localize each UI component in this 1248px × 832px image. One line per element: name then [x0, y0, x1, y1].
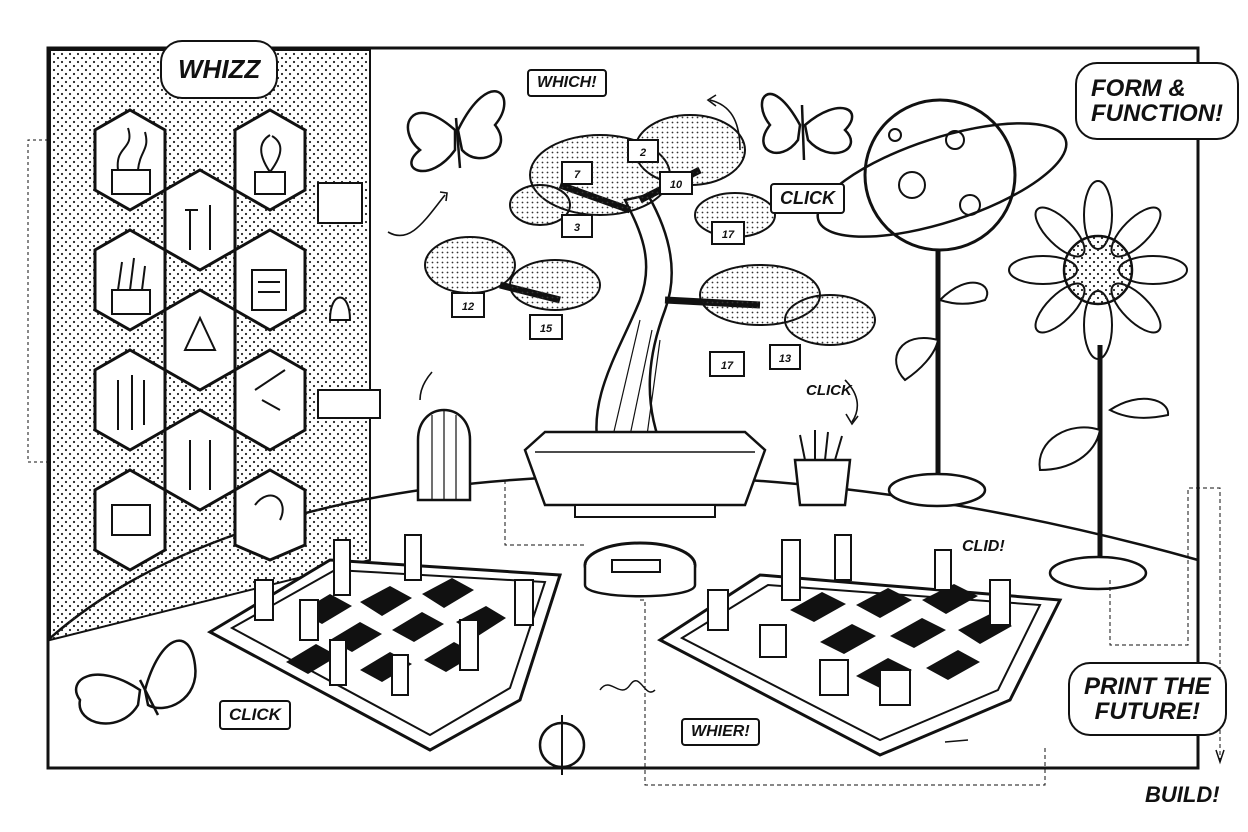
tree-tag: 17	[709, 351, 745, 377]
speech-bubble-whizz: WHIZZ	[160, 40, 279, 100]
svg-text:3: 3	[574, 222, 580, 234]
grass-pot-icon	[793, 430, 852, 507]
tree-tag: 2	[627, 139, 659, 163]
label-text: WHIER!	[691, 723, 750, 740]
butterfly-icon	[406, 90, 506, 173]
chess-board-icon	[206, 534, 563, 752]
label-build: BUILD!	[1145, 782, 1220, 808]
speech-bubble-text: PRINT THE	[1084, 673, 1211, 700]
svg-text:10: 10	[670, 179, 683, 191]
sunflower-icon	[1008, 180, 1188, 591]
svg-text:7: 7	[574, 169, 581, 181]
label-whier: WHIER!	[681, 718, 760, 746]
label-click-top: CLICK	[770, 183, 845, 214]
label-text: CLICK	[229, 705, 281, 724]
tree-tag: 15	[529, 314, 563, 340]
tree-tag: 7	[561, 161, 593, 185]
label-which: WHICH!	[527, 69, 607, 97]
label-click-bottom-left: CLICK	[219, 700, 291, 730]
chess-board-icon	[657, 534, 1063, 757]
frame-border	[46, 46, 1200, 770]
butterfly-icon	[760, 92, 854, 161]
speech-bubble-text: FUTURE!	[1094, 698, 1200, 726]
speech-bubble-text: FORM &	[1091, 75, 1186, 102]
butterfly-icon	[74, 639, 197, 725]
planet-icon	[816, 98, 1068, 508]
device-icon	[583, 541, 697, 598]
bonsai-tree-icon	[424, 114, 876, 518]
svg-text:13: 13	[779, 353, 791, 365]
label-text: CLICK	[780, 188, 835, 208]
dashed-connectors	[504, 480, 1221, 786]
svg-text:2: 2	[639, 147, 646, 159]
svg-text:12: 12	[462, 301, 474, 313]
hex-pegboard-icon	[49, 49, 371, 642]
speech-bubble-form-function: FORM & FUNCTION!	[1075, 62, 1239, 141]
svg-text:15: 15	[540, 323, 553, 335]
svg-text:17: 17	[721, 360, 734, 372]
dashed-bracket	[27, 139, 48, 463]
label-clid: CLID!	[962, 538, 1005, 556]
tree-tag: 12	[451, 292, 485, 318]
label-text: BUILD!	[1145, 782, 1220, 807]
signature	[599, 680, 656, 693]
speech-bubble-print-future: PRINT THE FUTURE!	[1068, 662, 1227, 737]
tree-tags: 2 7 10 3 17 12 15 17 13	[451, 139, 801, 377]
cactus-icon	[416, 408, 472, 502]
speech-bubble-text: FUNCTION!	[1091, 100, 1223, 128]
label-click-middle: CLICK	[806, 382, 852, 399]
svg-text:17: 17	[722, 229, 735, 241]
label-text: CLICK	[806, 382, 852, 399]
tree-tag: 10	[659, 171, 693, 195]
medallion-icon	[538, 715, 586, 775]
speech-bubble-text: WHIZZ	[178, 54, 261, 84]
label-text: WHICH!	[537, 74, 597, 91]
wall-shelves	[317, 182, 381, 419]
arrows	[387, 94, 969, 743]
tree-tag: 13	[769, 344, 801, 370]
tree-tag: 17	[711, 221, 745, 245]
label-text: CLID!	[962, 538, 1005, 555]
tree-tag: 3	[561, 214, 593, 238]
